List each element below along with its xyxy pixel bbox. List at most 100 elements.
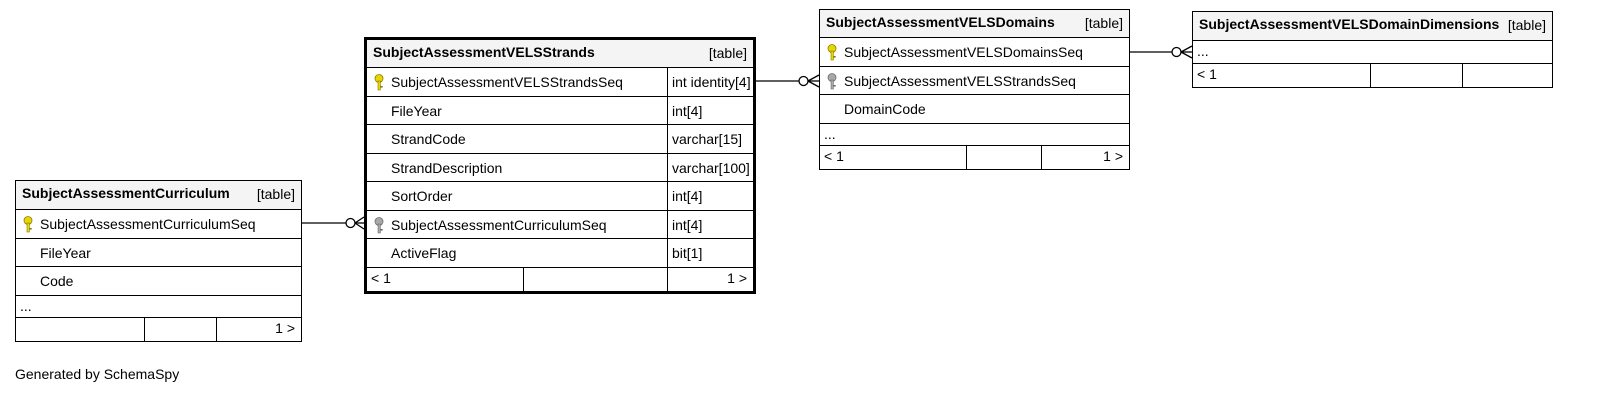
table-name[interactable]: SubjectAssessmentCurriculum [22,185,230,201]
more-columns-row[interactable]: ... [16,296,301,318]
table-type-label: [table] [256,186,295,202]
column-type-cell: int[4] [667,97,753,124]
table-row[interactable]: SubjectAssessmentCurriculumSeq [16,210,301,239]
nav-prev-cell[interactable]: < 1 [367,268,523,291]
column-type-cell: int[4] [667,211,753,238]
nav-prev-label: < 1 [1197,66,1217,82]
column-cell: StrandDescription [367,154,665,181]
column-type: varchar[15] [672,131,743,147]
column-cell: FileYear [16,239,301,266]
nav-prev-cell[interactable] [16,318,144,341]
table-nav-row: < 1 1 > [820,146,1129,169]
edge-domains-dimensions [1130,45,1193,59]
table-row[interactable]: SubjectAssessmentCurriculumSeq int[4] [367,211,753,239]
column-cell: Code [16,267,301,295]
table-name[interactable]: SubjectAssessmentVELSDomains [826,14,1055,30]
table-nav-row: 1 > [16,318,301,341]
nav-next-cell[interactable]: 1 > [1041,146,1129,169]
column-name: FileYear [40,245,91,261]
table-row[interactable]: SubjectAssessmentVELSDomainsSeq [820,38,1129,67]
more-columns-ellipsis: ... [1197,43,1209,59]
column-name: SubjectAssessmentVELSStrandsSeq [844,73,1076,89]
column-cell: ActiveFlag [367,239,665,267]
column-name: SortOrder [391,188,453,204]
table-header[interactable]: SubjectAssessmentVELSStrands [table] [367,40,753,68]
column-name: StrandDescription [391,160,503,176]
table-type-label: [table] [1507,17,1546,33]
table-subject-assessment-curriculum[interactable]: SubjectAssessmentCurriculum [table] Subj… [15,180,302,342]
column-cell: SubjectAssessmentVELSDomainsSeq [820,38,1129,66]
table-name[interactable]: SubjectAssessmentVELSStrands [373,44,595,60]
table-row[interactable]: DomainCode [820,95,1129,124]
nav-next-cell[interactable] [1462,64,1552,87]
column-type: bit[1] [672,245,703,261]
table-nav-row: < 1 [1193,64,1552,87]
table-row[interactable]: SubjectAssessmentVELSStrandsSeq [820,67,1129,95]
column-name: SubjectAssessmentVELSStrandsSeq [391,74,623,90]
primary-key-icon [827,44,837,61]
column-name: SubjectAssessmentCurriculumSeq [40,216,256,232]
nav-middle-cell [144,318,217,341]
column-name: FileYear [391,103,442,119]
table-row[interactable]: StrandDescription varchar[100] [367,154,753,182]
more-columns-ellipsis: ... [20,298,32,314]
more-columns-ellipsis: ... [824,126,836,142]
column-cell: StrandCode [367,125,665,153]
nav-middle-cell [1370,64,1463,87]
column-cell: FileYear [367,97,665,124]
column-cell: SubjectAssessmentVELSStrandsSeq [820,67,1129,94]
column-cell: SortOrder [367,182,665,210]
table-subject-assessment-vels-domains[interactable]: SubjectAssessmentVELSDomains [table] Sub… [819,9,1130,170]
column-type: int[4] [672,217,703,233]
column-name: ActiveFlag [391,245,457,261]
nav-next-cell[interactable]: 1 > [216,318,301,341]
nav-prev-cell[interactable]: < 1 [1193,64,1370,87]
nav-next-cell[interactable]: 1 > [667,268,753,291]
column-name: SubjectAssessmentVELSDomainsSeq [844,44,1083,60]
table-row[interactable]: StrandCode varchar[15] [367,125,753,154]
table-row[interactable]: FileYear [16,239,301,267]
column-name: StrandCode [391,131,466,147]
nav-prev-label: < 1 [824,148,844,164]
more-columns-row[interactable]: ... [820,124,1129,146]
column-cell: SubjectAssessmentVELSStrandsSeq [367,68,665,96]
column-type-cell: varchar[100] [667,154,753,181]
nav-prev-cell[interactable]: < 1 [820,146,966,169]
column-type-cell: int identity[4] [667,68,753,96]
foreign-key-icon [827,73,837,90]
table-row[interactable]: ActiveFlag bit[1] [367,239,753,268]
table-type-label: [table] [1084,15,1123,31]
generated-by-note: Generated by SchemaSpy [15,366,180,382]
column-name: Code [40,273,74,289]
nav-next-label: 1 > [1103,148,1123,164]
column-cell: DomainCode [820,95,1129,123]
edge-curriculum-strands [302,216,365,230]
table-nav-row: < 1 1 > [367,268,753,291]
column-type-cell: int[4] [667,182,753,210]
table-header[interactable]: SubjectAssessmentVELSDomainDimensions [t… [1193,12,1552,41]
more-columns-row[interactable]: ... [1193,41,1552,64]
nav-middle-cell [523,268,668,291]
table-row[interactable]: SortOrder int[4] [367,182,753,211]
column-cell: SubjectAssessmentCurriculumSeq [16,210,301,238]
table-subject-assessment-vels-domain-dimensions[interactable]: SubjectAssessmentVELSDomainDimensions [t… [1192,11,1553,88]
table-subject-assessment-vels-strands[interactable]: SubjectAssessmentVELSStrands [table] Sub… [364,37,756,294]
column-type: int[4] [672,103,703,119]
table-row[interactable]: FileYear int[4] [367,97,753,125]
table-header[interactable]: SubjectAssessmentCurriculum [table] [16,181,301,210]
table-row[interactable]: SubjectAssessmentVELSStrandsSeq int iden… [367,68,753,97]
foreign-key-icon [374,217,384,234]
column-type: int[4] [672,188,703,204]
nav-next-label: 1 > [727,270,747,286]
column-type-cell: bit[1] [667,239,753,267]
nav-prev-label: < 1 [371,270,391,286]
column-cell: SubjectAssessmentCurriculumSeq [367,211,665,238]
nav-middle-cell [966,146,1042,169]
table-name[interactable]: SubjectAssessmentVELSDomainDimensions [1199,16,1500,32]
table-header[interactable]: SubjectAssessmentVELSDomains [table] [820,10,1129,38]
table-row[interactable]: Code [16,267,301,296]
edge-strands-domains [756,74,820,88]
column-name: DomainCode [844,101,926,117]
primary-key-icon [374,74,384,91]
